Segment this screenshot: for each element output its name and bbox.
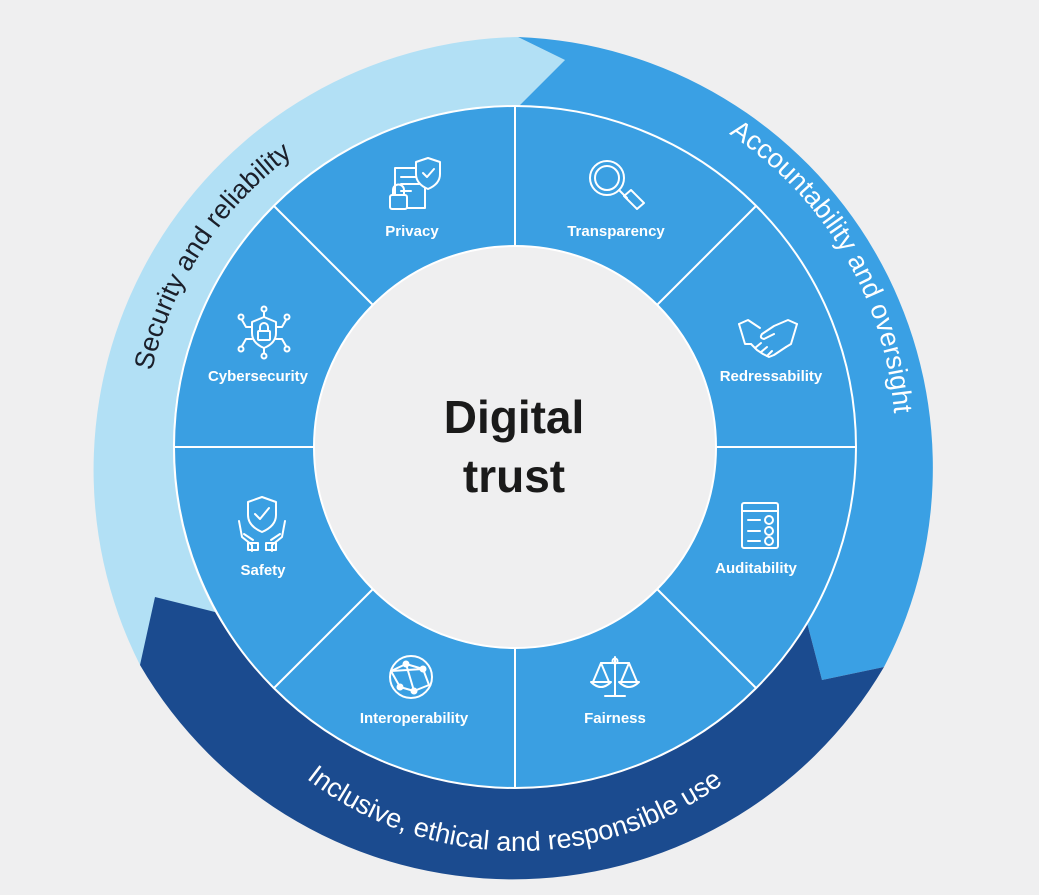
segment-transparency: Transparency (567, 160, 665, 240)
cybersecurity-label: Cybersecurity (208, 368, 309, 385)
segment-auditability: Auditability (715, 502, 797, 577)
fairness-label: Fairness (584, 710, 646, 727)
segment-dividers (174, 106, 856, 788)
scales-icon (590, 656, 640, 697)
accountability-band (518, 37, 933, 680)
center-title-line1: Digital (444, 391, 585, 443)
segment-fairness: Fairness (584, 656, 646, 727)
hands-shield-icon (238, 496, 286, 552)
privacy-document-lock-icon (389, 157, 441, 210)
circuit-lock-icon (237, 305, 291, 360)
redressability-label: Redressability (720, 368, 823, 385)
inclusive-band (140, 597, 884, 880)
auditability-label: Auditability (715, 560, 797, 577)
interoperability-label: Interoperability (360, 710, 469, 727)
safety-label: Safety (240, 562, 286, 579)
security-band (93, 37, 565, 665)
outer-ring (93, 37, 933, 880)
segment-interoperability: Interoperability (360, 655, 469, 727)
globe-network-icon (389, 655, 433, 699)
center-circle (313, 245, 717, 649)
segment-privacy: Privacy (385, 157, 441, 240)
segment-redressability: Redressability (720, 319, 823, 385)
center-title-line2: trust (463, 450, 565, 502)
segment-cybersecurity: Cybersecurity (208, 305, 309, 385)
checklist-icon (741, 502, 779, 549)
transparency-label: Transparency (567, 223, 665, 240)
privacy-label: Privacy (385, 223, 439, 240)
inner-ring (173, 105, 857, 789)
magnifier-icon (589, 160, 645, 210)
segment-safety: Safety (238, 496, 286, 579)
handshake-icon (738, 319, 798, 358)
